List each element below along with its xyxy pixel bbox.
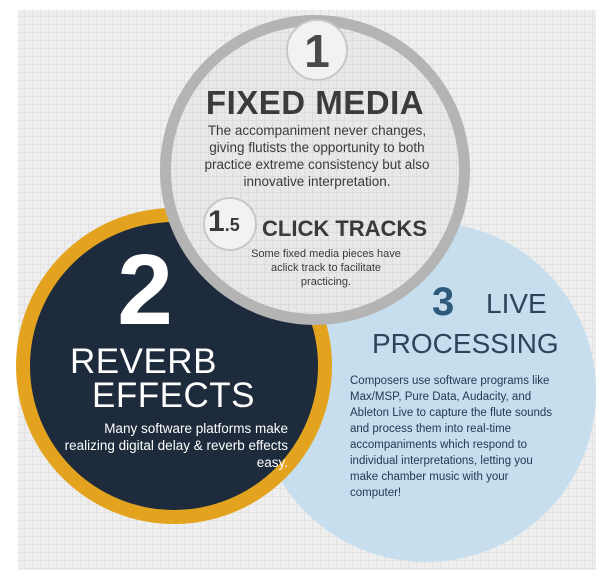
reverb-title-line1: REVERB [70,342,217,381]
fixed-media-title: FIXED MEDIA [205,84,425,121]
step-2-number: 2 [117,234,173,346]
reverb-effects-description: Many software platforms make realizing d… [64,421,288,470]
step-1-5-number: 1.5 [208,205,240,239]
click-tracks-title: CLICK TRACKS [262,216,427,241]
live-processing-description: Composers use software programs like Max… [350,375,553,499]
live-processing-title-line2: PROCESSING [372,328,559,359]
click-tracks-description: Some fixed media pieces have aclick trac… [251,248,401,288]
step-1-number: 1 [304,25,330,77]
live-processing-title-line1: LIVE [486,288,547,319]
fixed-media-description: The accompaniment never changes, giving … [204,123,430,189]
step-1-5-number-sub: .5 [224,215,240,235]
number-1-5-badge [203,197,257,251]
step-3-number: 3 [432,280,455,324]
step-1-5-number-main: 1 [208,205,225,238]
reverb-title-line2: EFFECTS [92,376,255,415]
number-1-badge [286,19,348,81]
